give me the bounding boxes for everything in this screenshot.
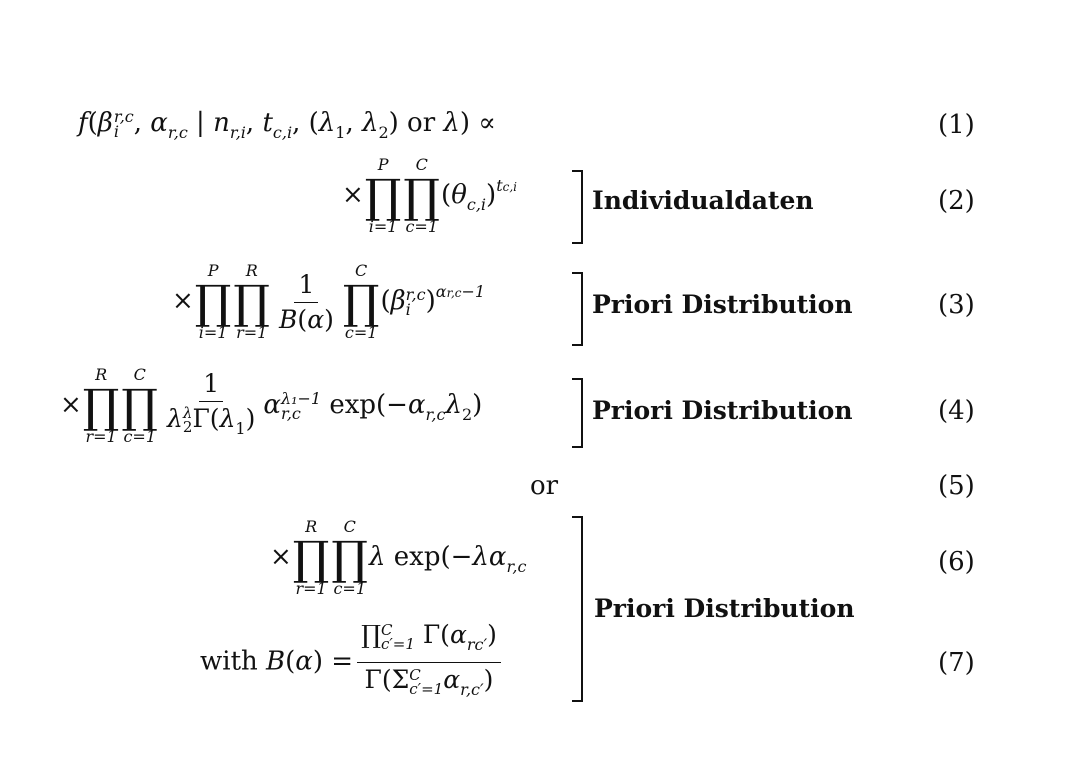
equation-5-or: or bbox=[530, 471, 559, 501]
bracket-individualdaten bbox=[572, 170, 583, 244]
equation-number-1: (1) bbox=[938, 110, 975, 140]
label-priori-distribution-4: Priori Distribution bbox=[592, 396, 853, 425]
label-priori-distribution-3: Priori Distribution bbox=[592, 290, 853, 319]
equation-number-6: (6) bbox=[938, 547, 975, 577]
bracket-priori-6-7 bbox=[572, 516, 583, 702]
equation-number-4: (4) bbox=[938, 396, 975, 426]
label-priori-distribution-6-7: Priori Distribution bbox=[594, 594, 855, 623]
equation-number-7: (7) bbox=[938, 648, 975, 678]
equation-number-2: (2) bbox=[938, 186, 975, 216]
bracket-priori-4 bbox=[572, 378, 583, 448]
label-individualdaten: Individualdaten bbox=[592, 186, 814, 215]
equation-number-3: (3) bbox=[938, 290, 975, 320]
equation-number-5: (5) bbox=[938, 471, 975, 501]
with-prefix: with bbox=[200, 646, 258, 677]
bracket-priori-3 bbox=[572, 272, 583, 346]
